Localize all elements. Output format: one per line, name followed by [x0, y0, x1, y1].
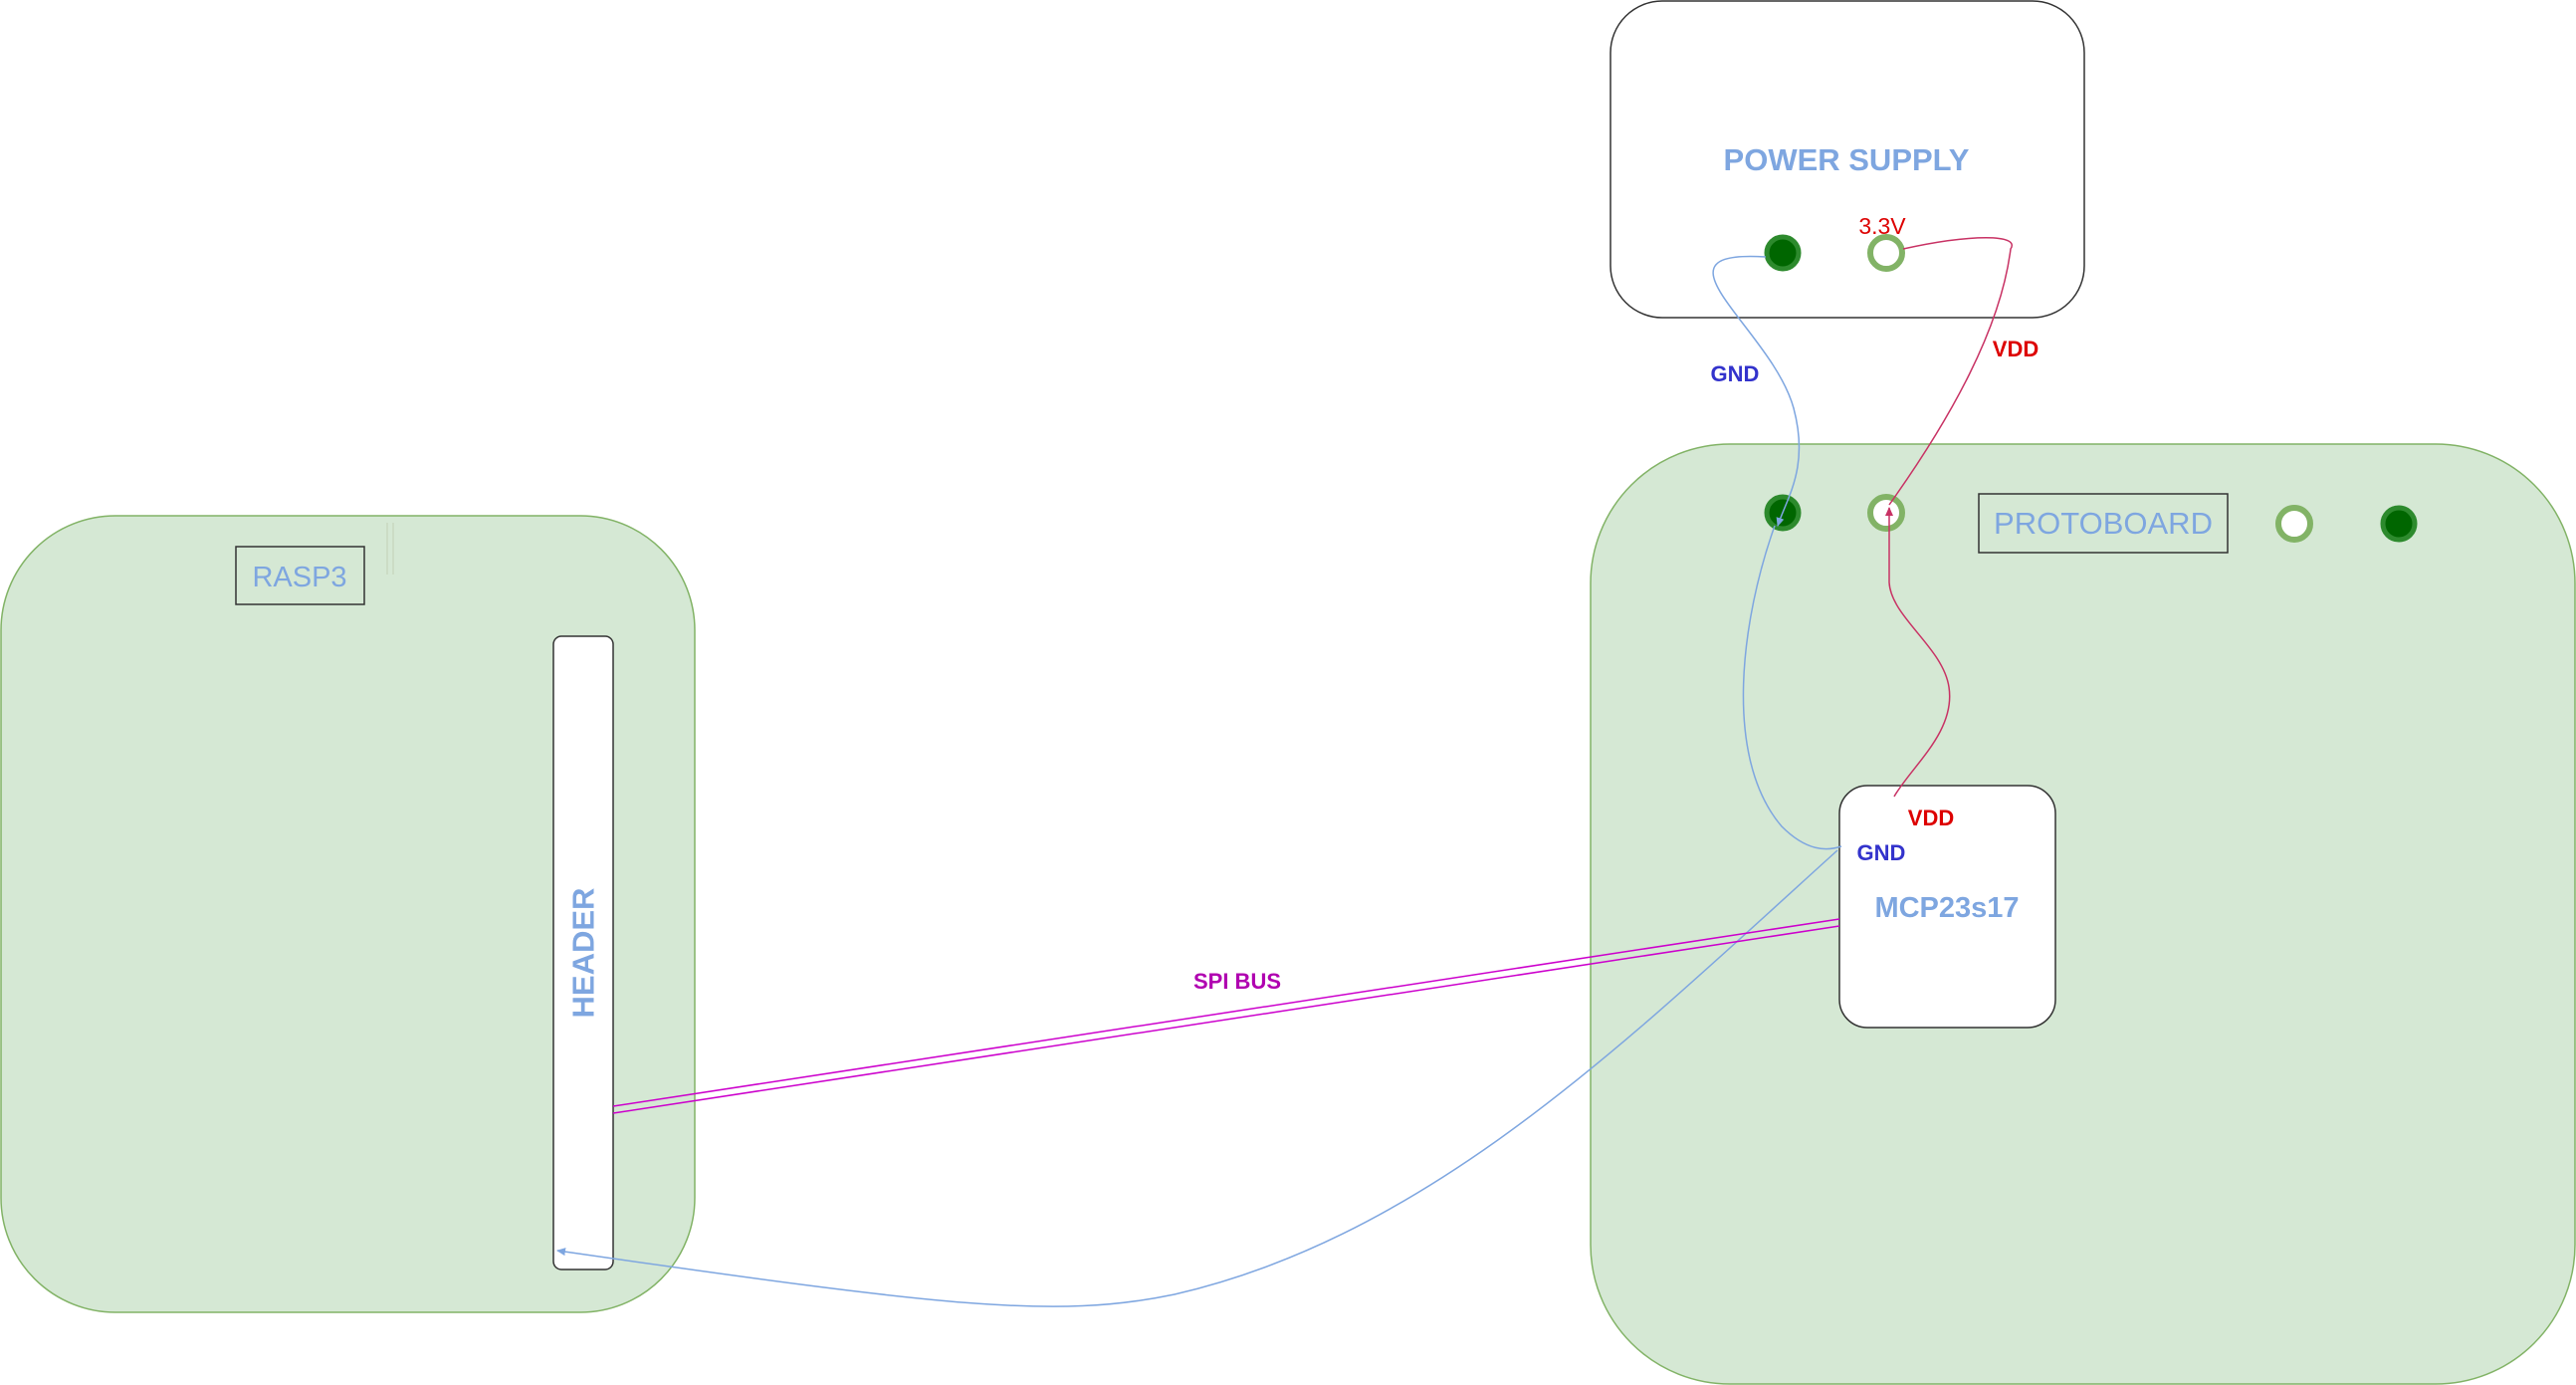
chip-body — [1838, 785, 2056, 1029]
protoboard-title: PROTOBOARD — [1994, 506, 2213, 541]
vdd-wire-chip-to-protoboard[interactable] — [1885, 507, 1951, 798]
protoboard: PROTOBOARD — [1590, 443, 2576, 1385]
vdd-wire-supply-to-protoboard[interactable] — [1888, 237, 2014, 506]
rasp3-title: RASP3 — [252, 562, 346, 593]
protoboard-vdd-terminal-right[interactable] — [2275, 505, 2313, 543]
power-supply-gnd-terminal[interactable] — [1764, 234, 1802, 272]
power-supply: POWER SUPPLY 3.3V — [1610, 0, 2085, 319]
power-supply-title: POWER SUPPLY — [1724, 142, 1970, 177]
rasp3-title-box — [235, 546, 365, 605]
protoboard-gnd-terminal-right[interactable] — [2380, 505, 2418, 543]
chip-name: MCP23s17 — [1874, 892, 2019, 924]
gnd-wire-chip-to-header[interactable] — [556, 849, 1838, 1307]
chip-gnd-pin-label: GND — [1857, 840, 1906, 865]
spi-bus-label: SPI BUS — [1193, 969, 1281, 994]
protoboard-vdd-terminal-left[interactable] — [1867, 494, 1905, 532]
gnd-wire-protoboard-to-chip[interactable] — [1742, 525, 1842, 850]
chip-vdd-pin-label: VDD — [1908, 806, 1954, 830]
gnd-wire-label: GND — [1711, 361, 1760, 386]
spi-bus-wire[interactable] — [612, 925, 1840, 1114]
protoboard-title-box — [1978, 493, 2229, 554]
rasp3-board-body — [0, 515, 696, 1313]
header-label: HEADER — [566, 888, 601, 1019]
header-connector — [552, 635, 614, 1270]
protoboard-body — [1590, 443, 2576, 1385]
wire-labels: GND VDD SPI BUS — [1193, 337, 2039, 994]
mcp23s17-chip: MCP23s17 VDD GND — [1838, 785, 2056, 1029]
rasp3-board: RASP3 HEADER — [0, 515, 696, 1313]
power-supply-vdd-terminal[interactable] — [1867, 234, 1905, 272]
gnd-wire-supply-to-protoboard[interactable] — [1712, 255, 1801, 527]
spi-bus-wire[interactable] — [612, 918, 1840, 1107]
wires — [556, 237, 2014, 1307]
vdd-wire-label: VDD — [1993, 337, 2039, 361]
